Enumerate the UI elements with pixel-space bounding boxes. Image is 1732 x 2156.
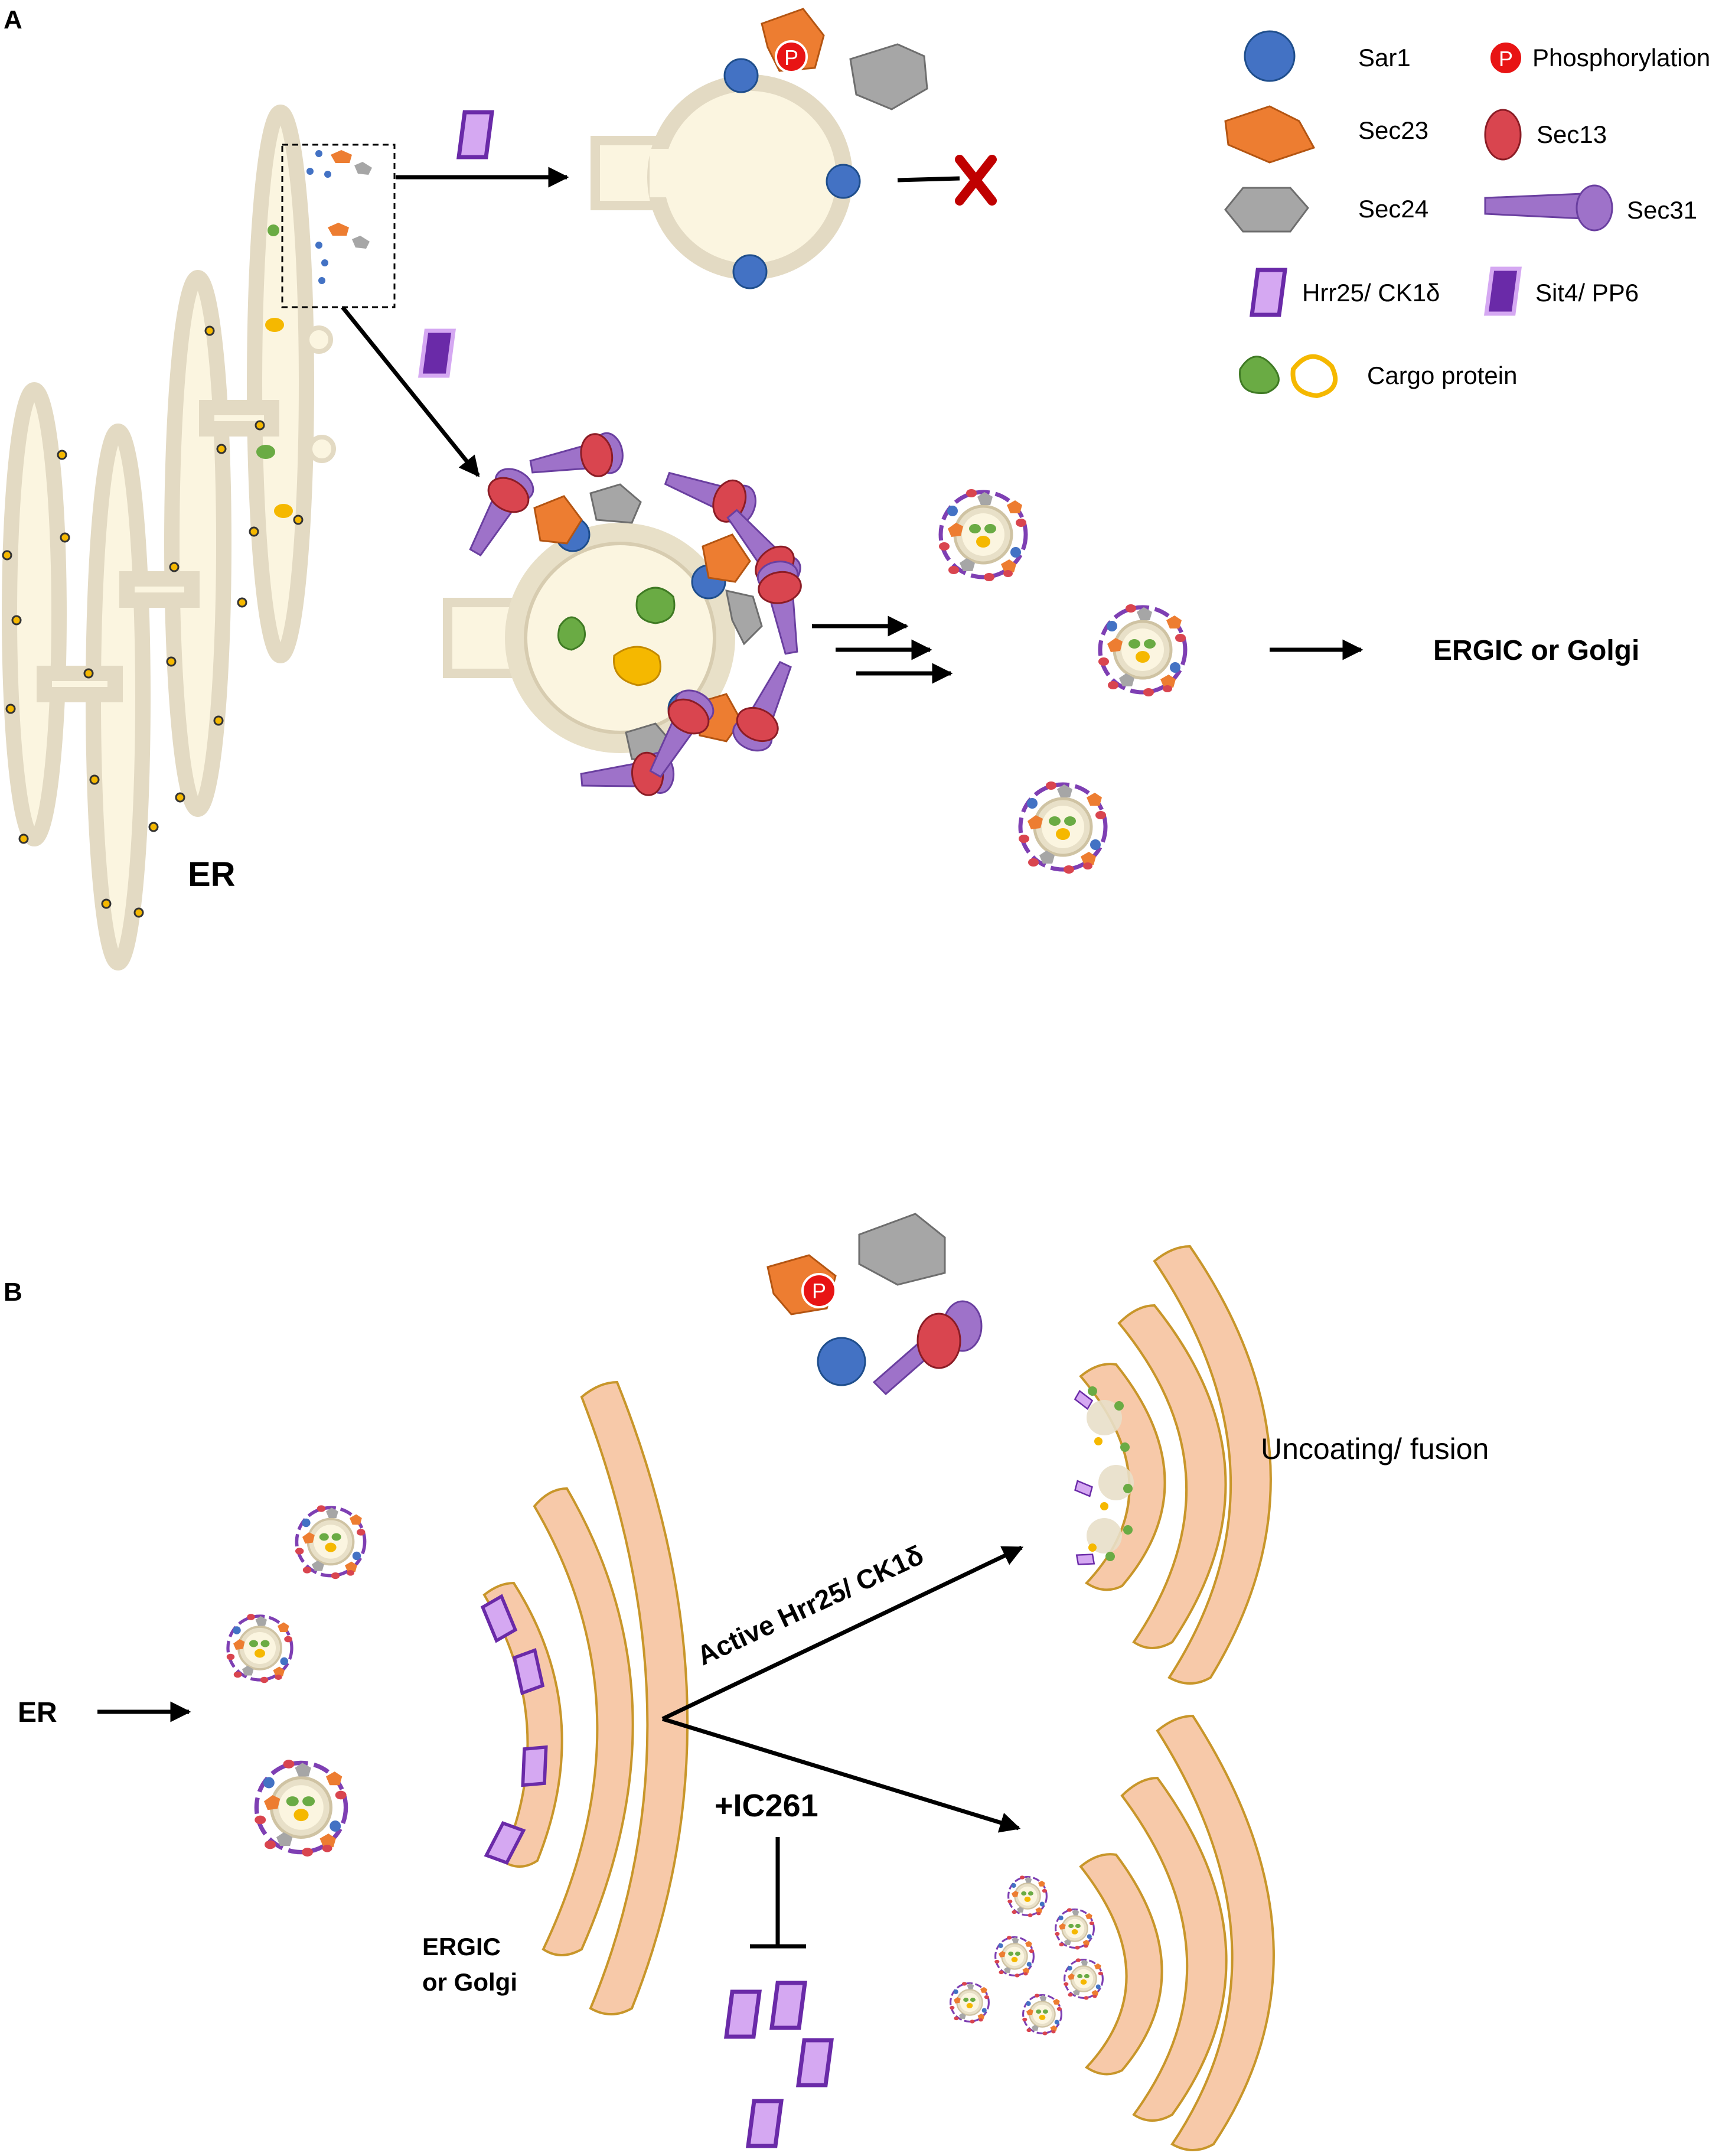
accumulated-vesicle [1053,1907,1095,1951]
copii-vesicle [255,1760,346,1857]
sec13-legend-icon [1484,109,1522,161]
golgi-stack-left [482,1380,689,2015]
sec24-legend-icon [1224,187,1309,233]
sec23-legend-icon [1224,105,1316,164]
legend-sec24: Sec24 [1358,195,1428,223]
copii-vesicle [295,1505,365,1579]
sec31-legend-icon [1484,184,1613,232]
er-bridge-2 [119,571,200,608]
copii-coated-bud [443,428,813,802]
legend-phospho-symbol: P [1499,47,1513,71]
accumulated-vesicle [1021,1992,1063,2037]
phospho-symbol-b: P [812,1279,826,1303]
arrow-to-assembled-bud [341,305,480,477]
er-label-b: ER [18,1697,57,1728]
blocked-line [897,176,960,183]
er-bridge-3 [199,400,279,437]
phospho-symbol-a: P [784,45,798,70]
legend-sec31: Sec31 [1627,196,1697,224]
compartment-label-line2: or Golgi [422,1968,517,1996]
legend-sec13: Sec13 [1537,120,1607,148]
legend-sit4: Sit4/ PP6 [1535,279,1639,307]
legend: Sar1 P Phosphorylation Sec23 Sec13 Sec24… [1224,30,1710,399]
legend-sec23: Sec23 [1358,116,1428,144]
sit4-legend-icon [1486,269,1519,314]
sar1-legend-icon [1244,30,1296,82]
copii-vesicle [1019,781,1106,874]
inhibition-symbol [750,1837,806,1949]
er-cisterna-3 [164,270,231,817]
accumulated-vesicle [993,1934,1035,1979]
golgi-stack-fusing [1073,1245,1272,1685]
zoom-box [281,144,396,308]
accumulated-vesicle [1006,1874,1048,1919]
phosphorylation-legend-icon [1488,40,1524,76]
ribosome-dots [2,325,304,918]
er-exit-sites [256,150,372,518]
panel-b-label: B [4,1278,22,1307]
er-network: ER [2,105,314,970]
cargo-legend-icon [1239,354,1338,399]
legend-sar1: Sar1 [1358,44,1411,71]
block-x-icon [955,155,997,206]
accumulated-vesicle [948,1981,990,2025]
hrr25-kinase-icon [459,112,492,157]
outcome-label: Uncoating/ fusion [1261,1432,1489,1465]
copii-vesicle [1098,604,1186,696]
legend-phosphorylation: Phosphorylation [1532,44,1710,71]
er-cisterna-1 [2,382,67,846]
arrow-active-kinase [661,1545,1024,1721]
phosphorylated-coat-bud: P [591,8,928,289]
budding-arrows [812,615,953,684]
destination-label: ERGIC or Golgi [1433,635,1639,666]
inhibitor-label: +IC261 [715,1788,818,1823]
er-cisterna-4 [247,105,314,663]
legend-cargo: Cargo protein [1367,361,1517,389]
released-coat-proteins: P [766,1213,983,1396]
golgi-stack-blocked [1079,1714,1275,2151]
legend-hrr25: Hrr25/ CK1δ [1302,279,1440,307]
free-hrr25-kinases [726,1983,831,2146]
arrow-inhibited [661,1717,1021,1833]
panel-a-label: A [4,5,22,34]
accumulated-vesicle [1062,1957,1104,2001]
copii-vesicle [939,489,1026,581]
copii-vesicle [227,1614,292,1683]
compartment-label-line1: ERGIC [422,1933,501,1960]
sit4-phosphatase-icon [420,331,454,376]
hrr25-legend-icon [1252,270,1285,315]
active-kinase-label: Active Hrr25/ CK1δ [692,1539,928,1671]
er-bridge-1 [37,666,123,702]
er-label: ER [188,855,236,894]
